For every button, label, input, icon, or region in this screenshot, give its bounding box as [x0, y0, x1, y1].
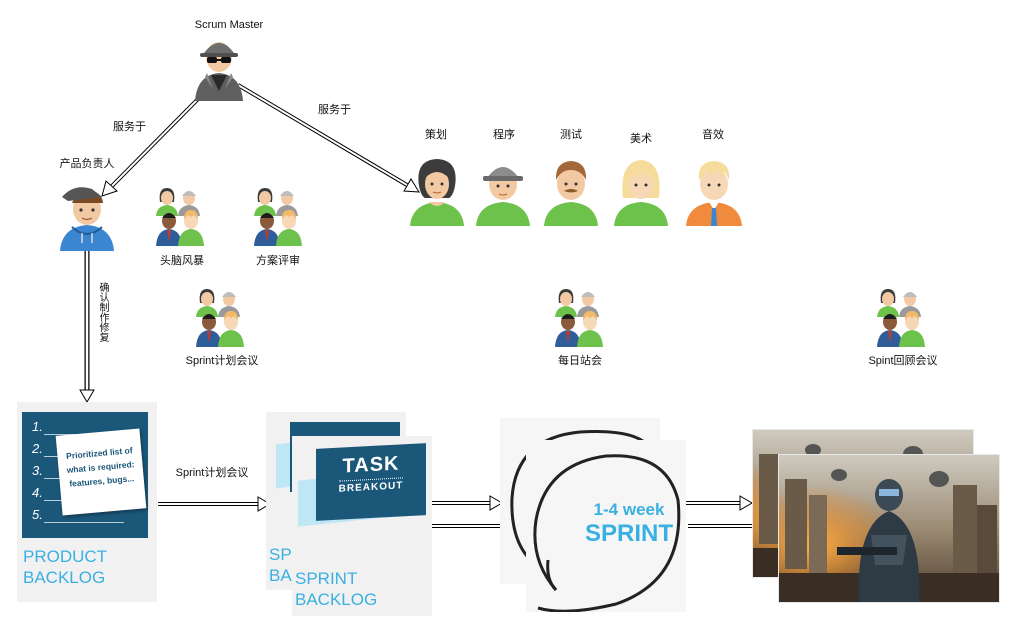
- sprint-planning-label: Sprint计划会议: [185, 355, 259, 367]
- scrum-master-label: Scrum Master: [194, 19, 264, 31]
- sprint-backlog-back-title-line2: BA: [269, 566, 292, 585]
- backlog-number: 4.: [32, 485, 43, 500]
- product-owner-icon: [58, 183, 116, 251]
- sprint-planning-group-icon: [196, 289, 244, 347]
- retrospective-label: Spint回顾会议: [868, 355, 938, 367]
- daily-standup-group-icon: [555, 289, 603, 347]
- product-backlog-card: 1. 2. 3. 4. 5. Prioritized list of what …: [17, 402, 157, 602]
- sprint-backlog-title: SPRINT BACKLOG: [295, 568, 377, 610]
- team-label-planning: 策划: [425, 129, 447, 141]
- audio-designer-icon: [685, 156, 743, 226]
- scrum-master-icon: [193, 35, 245, 101]
- daily-standup-label: 每日站会: [558, 355, 602, 367]
- retrospective-group-icon: [877, 289, 925, 347]
- programmer-icon: [475, 156, 531, 226]
- backlog-number: 3.: [32, 463, 43, 478]
- planner-icon: [409, 156, 465, 226]
- task-title: TASK: [342, 452, 400, 478]
- backlog-number: 1.: [32, 419, 43, 434]
- task-subtitle: BREAKOUT: [338, 477, 404, 495]
- arrow-backlog-to-sprint-backlog: [158, 496, 271, 512]
- arrow-sm-to-po: [101, 95, 202, 197]
- serves-label-right: 服务于: [318, 104, 351, 116]
- arrow-sm-to-team: [236, 83, 420, 193]
- arrow-po-to-backlog: [79, 250, 95, 403]
- artist-icon: [613, 156, 669, 226]
- backlog-number: 2.: [32, 441, 43, 456]
- sprint-cycle-arrow-icon: [533, 454, 681, 612]
- sprint-backlog-title-line2: BACKLOG: [295, 590, 378, 609]
- product-backlog-title: PRODUCT BACKLOG: [23, 546, 107, 588]
- product-backlog-title-line1: PRODUCT: [23, 547, 108, 566]
- sprint-cycle-card: 1-4 week SPRINT: [526, 440, 686, 612]
- sprint-planning-arrow-label: Sprint计划会议: [175, 467, 249, 479]
- sprint-backlog-card: TASK BREAKOUT SPRINT BACKLOG: [292, 436, 432, 616]
- game-screenshot: [778, 454, 1000, 603]
- product-owner-label: 产品负责人: [59, 158, 115, 170]
- confirm-modify-label: 确认制作修复: [97, 282, 108, 342]
- review-group-icon: [254, 188, 302, 246]
- task-breakout-card: TASK BREAKOUT: [316, 443, 426, 521]
- brainstorm-label: 头脑风暴: [160, 255, 204, 267]
- tester-icon: [543, 156, 599, 226]
- serves-label-left: 服务于: [113, 121, 146, 133]
- team-label-audio: 音效: [702, 129, 724, 141]
- sprint-duration: 1-4 week: [593, 500, 665, 519]
- review-label: 方案评审: [256, 255, 300, 267]
- product-backlog-title-line2: BACKLOG: [23, 568, 106, 587]
- sprint-title: SPRINT: [584, 520, 673, 547]
- backlog-number-list: 1. 2. 3. 4. 5.: [32, 416, 43, 526]
- backlog-sticky-note: Prioritized list of what is required: fe…: [55, 428, 147, 516]
- game-scene-image: [779, 455, 999, 602]
- team-label-art: 美术: [630, 133, 652, 145]
- brainstorm-group-icon: [156, 188, 204, 246]
- team-label-testing: 测试: [560, 129, 582, 141]
- sprint-backlog-title-line1: SPRINT: [295, 569, 358, 588]
- team-label-programming: 程序: [493, 129, 515, 141]
- backlog-number: 5.: [32, 507, 43, 522]
